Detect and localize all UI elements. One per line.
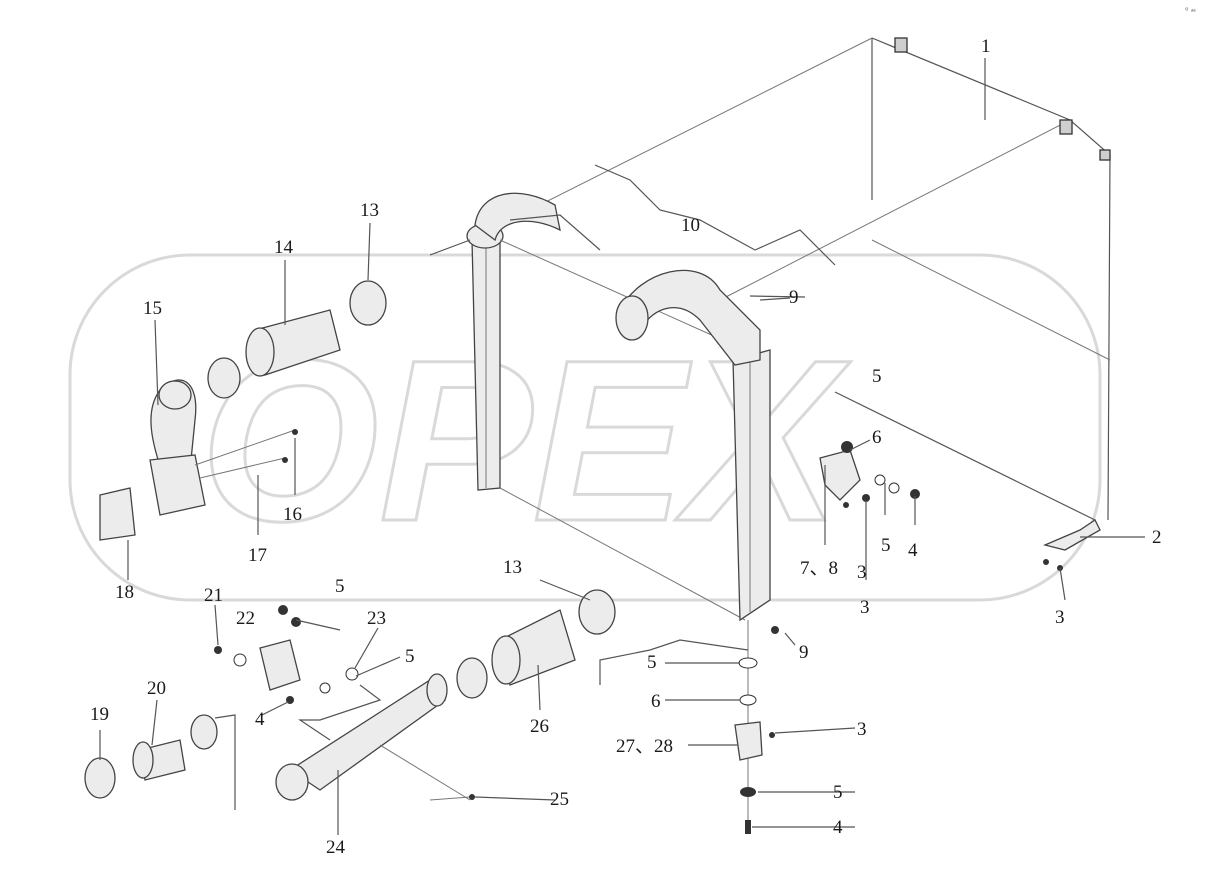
label-6b: 6	[651, 691, 661, 712]
watermark: OPEX	[68, 253, 1102, 602]
label-3c: 3	[857, 719, 867, 740]
label-23: 23	[367, 608, 386, 629]
label-10: 10	[681, 215, 700, 236]
label-5f: 5	[833, 782, 843, 803]
label-3a: 3	[1055, 607, 1065, 628]
label-5c: 5	[335, 576, 345, 597]
label-16: 16	[283, 504, 302, 525]
label-9a: 9	[789, 287, 799, 308]
label-26: 26	[530, 716, 549, 737]
label-24: 24	[326, 837, 346, 858]
label-14: 14	[274, 237, 294, 258]
part-labels: 1 2 3 3 3 3 4 4 4 5 5 5 5 5 5 6 6 7、8 9 …	[90, 36, 1162, 858]
label-17: 17	[248, 545, 267, 566]
leader-lines	[99, 58, 1145, 835]
label-1: 1	[981, 36, 991, 57]
label-25: 25	[550, 789, 569, 810]
radiator-frame	[469, 37, 1111, 521]
rod-bracket	[834, 391, 1101, 571]
label-18: 18	[115, 582, 134, 603]
right-tank	[615, 269, 771, 622]
label-6a: 6	[872, 427, 882, 448]
label-4b: 4	[255, 709, 265, 730]
lower-mount	[734, 620, 779, 834]
label-15: 15	[143, 298, 162, 319]
label-9b: 9	[799, 642, 809, 663]
upper-hose-assembly	[99, 280, 387, 541]
lower-hose-assembly	[84, 589, 616, 801]
label-5d: 5	[405, 646, 415, 667]
label-20: 20	[147, 678, 166, 699]
label-4a: 4	[908, 540, 918, 561]
label-7-8: 7、8	[800, 558, 838, 579]
label-3d: 3	[857, 562, 867, 583]
corner-mark: ° ᵃᵃ	[1185, 6, 1196, 16]
label-5a: 5	[872, 366, 882, 387]
left-tank	[466, 192, 746, 621]
label-22: 22	[236, 608, 255, 629]
label-4c: 4	[833, 817, 843, 838]
label-13a: 13	[360, 200, 379, 221]
label-5b: 5	[881, 535, 891, 556]
label-27-28: 27、28	[616, 736, 673, 757]
label-19: 19	[90, 704, 109, 725]
label-21: 21	[204, 585, 223, 606]
label-2: 2	[1152, 527, 1162, 548]
label-3b: 3	[860, 597, 870, 618]
label-13b: 13	[503, 557, 522, 578]
label-5e: 5	[647, 652, 657, 673]
